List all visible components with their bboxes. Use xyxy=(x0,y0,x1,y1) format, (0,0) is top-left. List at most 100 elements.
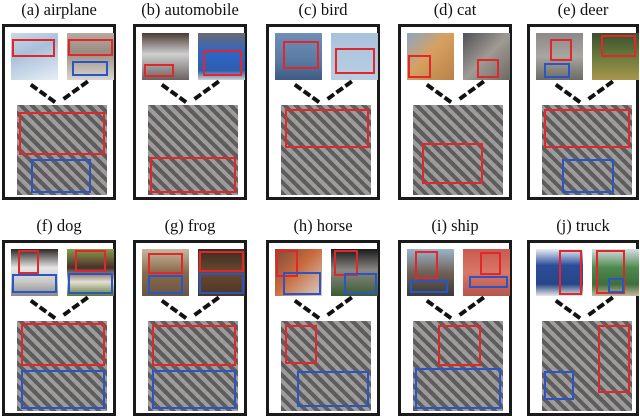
dashed-connector xyxy=(425,299,453,320)
red-region-box xyxy=(202,49,243,77)
panel-2: (c) bird xyxy=(266,0,380,200)
blue-region-box xyxy=(71,61,109,77)
red-region-box xyxy=(67,38,114,57)
red-region-box xyxy=(415,250,438,280)
dashed-connector xyxy=(62,295,89,317)
blue-region-box xyxy=(297,371,370,408)
panel-frame xyxy=(133,24,247,200)
left-thumbnail xyxy=(142,33,189,80)
panel-frame xyxy=(2,240,116,416)
dashed-connector xyxy=(293,83,321,104)
panel-caption: (a) airplane xyxy=(21,0,97,19)
blue-region-box xyxy=(31,159,91,194)
red-region-box xyxy=(17,249,40,275)
panel-caption: (d) cat xyxy=(433,0,477,19)
right-thumbnail xyxy=(67,33,114,80)
panel-caption: (i) ship xyxy=(431,216,479,235)
blue-region-box xyxy=(414,367,502,410)
blue-region-box xyxy=(11,274,58,294)
blue-region-box xyxy=(151,369,237,410)
panel-caption: (f) dog xyxy=(36,216,82,235)
panel-caption: (j) truck xyxy=(556,216,610,235)
panel-frame xyxy=(2,24,116,200)
red-region-box xyxy=(334,48,376,75)
red-region-box xyxy=(147,252,184,275)
panel-caption: (e) deer xyxy=(557,0,609,19)
left-thumbnail xyxy=(11,33,58,80)
red-region-box xyxy=(422,142,484,185)
left-thumbnail xyxy=(11,249,58,296)
blue-region-box xyxy=(344,272,378,295)
learned-pattern-image xyxy=(281,321,371,411)
panel-frame xyxy=(398,24,512,200)
dashed-connector xyxy=(425,83,453,104)
blue-region-box xyxy=(409,280,449,294)
blue-region-box xyxy=(147,275,184,295)
left-thumbnail xyxy=(142,249,189,296)
dashed-connector xyxy=(193,79,220,101)
red-region-box xyxy=(275,249,299,278)
panel-caption: (b) automobile xyxy=(141,0,239,19)
blue-region-box xyxy=(543,371,575,401)
blue-region-box xyxy=(543,63,570,79)
red-region-box xyxy=(283,40,320,69)
left-thumbnail xyxy=(407,249,454,296)
right-thumbnail xyxy=(592,33,639,80)
red-region-box xyxy=(438,324,482,366)
right-thumbnail xyxy=(592,249,639,296)
dashed-connector xyxy=(160,83,188,104)
red-region-box xyxy=(543,108,631,149)
panel-frame xyxy=(133,240,247,416)
panel-3: (d) cat xyxy=(398,0,512,200)
panel-6: (g) frog xyxy=(133,216,247,416)
panel-8: (i) ship xyxy=(398,216,512,416)
red-region-box xyxy=(284,108,370,149)
red-region-box xyxy=(477,59,499,79)
red-region-box xyxy=(18,112,106,156)
right-thumbnail xyxy=(67,249,114,296)
learned-pattern-image xyxy=(281,105,371,195)
red-region-box xyxy=(284,324,317,365)
panel-caption: (h) horse xyxy=(293,216,353,235)
blue-region-box xyxy=(283,271,322,296)
red-region-box xyxy=(20,322,106,366)
panel-4: (e) deer xyxy=(527,0,639,200)
red-region-box xyxy=(601,34,637,58)
left-thumbnail xyxy=(536,33,583,80)
left-thumbnail xyxy=(275,249,322,296)
left-thumbnail xyxy=(407,33,454,80)
panel-9: (j) truck xyxy=(527,216,639,416)
dashed-connector xyxy=(554,299,582,320)
red-region-box xyxy=(597,324,631,393)
blue-region-box xyxy=(561,159,614,194)
panel-frame xyxy=(398,240,512,416)
learned-pattern-image xyxy=(148,321,238,411)
blue-region-box xyxy=(607,278,624,294)
panel-5: (f) dog xyxy=(2,216,116,416)
red-region-box xyxy=(149,157,237,194)
learned-pattern-image xyxy=(413,105,503,195)
red-region-box xyxy=(11,38,56,58)
dashed-connector xyxy=(293,299,321,320)
blue-region-box xyxy=(198,273,245,295)
red-region-box xyxy=(479,251,501,276)
right-thumbnail xyxy=(331,33,378,80)
panel-caption: (c) bird xyxy=(298,0,348,19)
right-thumbnail xyxy=(463,249,510,296)
right-thumbnail xyxy=(198,33,245,80)
panel-1: (b) automobile xyxy=(133,0,247,200)
learned-pattern-image xyxy=(148,105,238,195)
dashed-connector xyxy=(326,79,353,101)
red-region-box xyxy=(151,324,237,366)
panel-frame xyxy=(266,240,380,416)
dashed-connector xyxy=(193,295,220,317)
dashed-connector xyxy=(458,79,485,101)
dashed-connector xyxy=(587,295,614,317)
right-thumbnail xyxy=(331,249,378,296)
learned-pattern-image xyxy=(17,105,107,195)
learned-pattern-image xyxy=(413,321,503,411)
blue-region-box xyxy=(468,276,509,289)
panel-frame xyxy=(527,24,639,200)
red-region-box xyxy=(407,54,432,79)
panel-frame xyxy=(527,240,639,416)
